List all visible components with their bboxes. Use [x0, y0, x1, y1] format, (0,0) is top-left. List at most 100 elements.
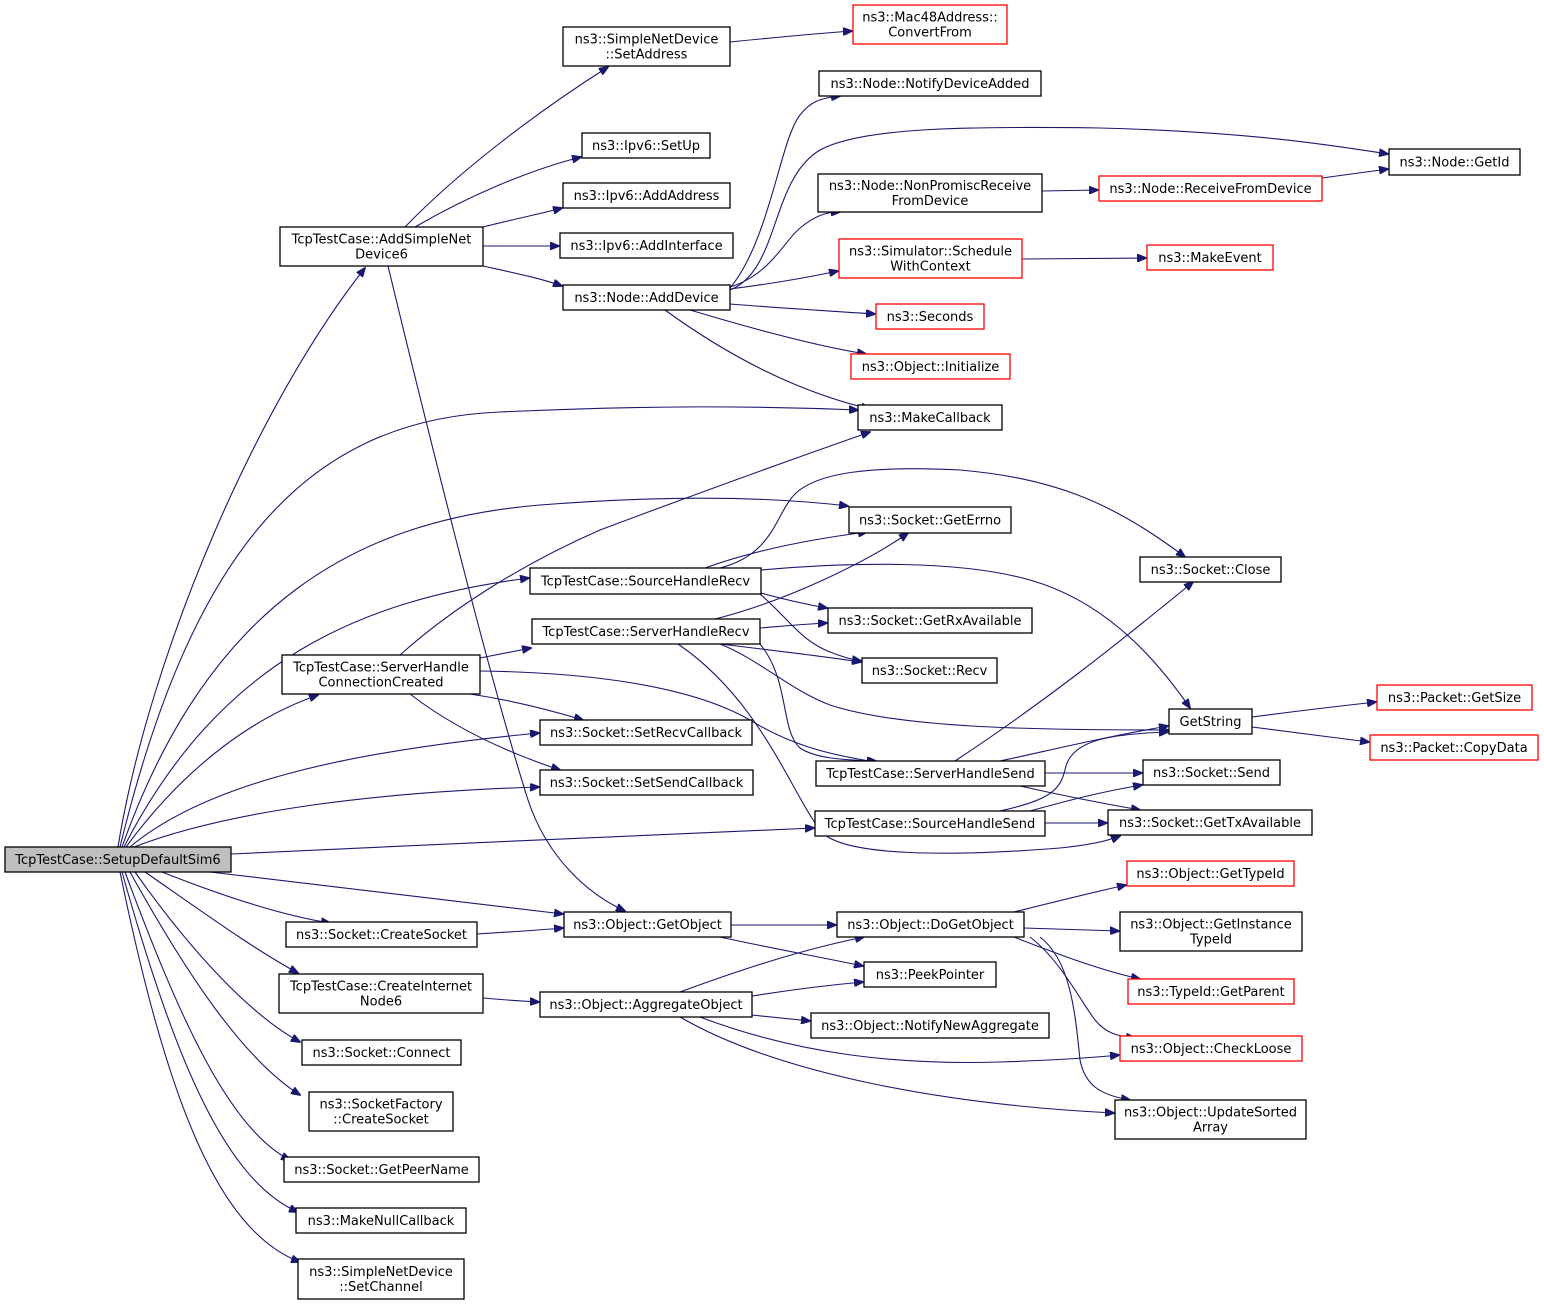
- node-ipv6AddInterface[interactable]: ns3::Ipv6::AddInterface: [559, 232, 734, 259]
- node-box: [279, 226, 484, 267]
- node-doGetObject[interactable]: ns3::Object::DoGetObject: [836, 911, 1025, 938]
- node-createSocket[interactable]: ns3::Socket::CreateSocket: [285, 921, 478, 948]
- node-sourceHandleRecv[interactable]: TcpTestCase::SourceHandleRecv: [529, 567, 762, 595]
- node-box: [4, 846, 232, 873]
- node-root[interactable]: TcpTestCase::SetupDefaultSim6: [4, 846, 232, 873]
- edge-nonPromisc-to-receiveFromDevice: [1041, 190, 1098, 191]
- edge-sourceHandleRecv-to-getString: [760, 563, 1190, 708]
- node-box: [539, 991, 753, 1018]
- edge-sourceHandleSend-to-getString: [999, 732, 1168, 812]
- edge-aggregateObject-to-doGetObject: [679, 937, 864, 993]
- edge-path: [476, 928, 563, 935]
- edge-path: [1021, 258, 1146, 259]
- node-nodeAddDevice[interactable]: ns3::Node::AddDevice: [562, 284, 731, 311]
- node-label: ns3::Socket::GetTxAvailable: [1119, 816, 1301, 831]
- edge-path: [1251, 702, 1376, 718]
- edge-path: [704, 532, 867, 569]
- node-serverHandleSend[interactable]: TcpTestCase::ServerHandleSend: [815, 760, 1046, 787]
- node-getTxAvailable[interactable]: ns3::Socket::GetTxAvailable: [1107, 809, 1313, 836]
- node-socketSend[interactable]: ns3::Socket::Send: [1142, 759, 1281, 786]
- edge-aggregateObject-to-checkLoose: [699, 1016, 1119, 1064]
- node-label: ::SetChannel: [339, 1280, 422, 1295]
- node-label: Node6: [360, 995, 402, 1010]
- node-makeCallback[interactable]: ns3::MakeCallback: [857, 404, 1003, 431]
- node-setAddress[interactable]: ns3::SimpleNetDevice::SetAddress: [562, 26, 731, 67]
- node-box: [301, 1039, 462, 1066]
- edge-path: [409, 693, 560, 770]
- node-label: GetString: [1180, 715, 1242, 730]
- node-nodeGetId[interactable]: ns3::Node::GetId: [1388, 148, 1521, 176]
- node-socketFactoryCreate[interactable]: ns3::SocketFactory::CreateSocket: [308, 1091, 454, 1132]
- edge-setAddress-to-convertFrom: [729, 31, 852, 43]
- node-packetCopyData[interactable]: ns3::Packet::CopyData: [1369, 734, 1539, 761]
- edge-sourceHandleRecv-to-getRxAvailable: [760, 592, 827, 608]
- node-socketClose[interactable]: ns3::Socket::Close: [1139, 556, 1282, 583]
- edge-path: [1251, 726, 1369, 742]
- node-label: TcpTestCase::ServerHandleSend: [825, 767, 1035, 782]
- edge-path: [729, 126, 1388, 291]
- edge-root-to-makeNullCallback: [121, 871, 298, 1212]
- edge-root-to-setRecvCallback: [129, 733, 539, 848]
- node-peekPointer[interactable]: ns3::PeekPointer: [863, 961, 997, 988]
- node-getObject[interactable]: ns3::Object::GetObject: [563, 911, 732, 938]
- node-setSendCallback[interactable]: ns3::Socket::SetSendCallback: [539, 769, 754, 796]
- node-getRxAvailable[interactable]: ns3::Socket::GetRxAvailable: [827, 607, 1033, 634]
- node-aggregateObject[interactable]: ns3::Object::AggregateObject: [539, 991, 753, 1018]
- node-label: ns3::Object::UpdateSorted: [1124, 1106, 1297, 1121]
- node-notifyNewAggregate[interactable]: ns3::Object::NotifyNewAggregate: [810, 1012, 1050, 1039]
- node-seconds[interactable]: ns3::Seconds: [875, 303, 985, 330]
- node-label: ns3::MakeCallback: [869, 411, 991, 426]
- edge-path: [125, 695, 318, 848]
- node-label: ns3::Mac48Address::: [862, 11, 997, 26]
- node-initialize[interactable]: ns3::Object::Initialize: [850, 353, 1011, 380]
- node-getPeerName[interactable]: ns3::Socket::GetPeerName: [283, 1156, 480, 1183]
- edge-path: [714, 533, 908, 620]
- node-serverConnCreated[interactable]: TcpTestCase::ServerHandleConnectionCreat…: [281, 654, 481, 695]
- node-getString[interactable]: GetString: [1168, 708, 1253, 735]
- node-getTypeId[interactable]: ns3::Object::GetTypeId: [1126, 860, 1295, 887]
- edge-path: [144, 871, 298, 973]
- node-notifyDevAdded[interactable]: ns3::Node::NotifyDeviceAdded: [818, 70, 1042, 97]
- edge-serverHandleSend-to-getString: [999, 726, 1168, 762]
- node-serverHandleRecv[interactable]: TcpTestCase::ServerHandleRecv: [531, 618, 761, 645]
- node-label: ns3::Socket::CreateSocket: [296, 928, 467, 943]
- node-getErrno[interactable]: ns3::Socket::GetErrno: [848, 506, 1012, 534]
- edge-nodeAddDevice-to-initialize: [689, 309, 866, 354]
- node-label: ns3::Object::CheckLoose: [1131, 1042, 1292, 1057]
- node-label: TcpTestCase::CreateInternet: [289, 980, 472, 995]
- node-label: ns3::Socket::SetRecvCallback: [550, 726, 743, 741]
- edge-path: [479, 670, 876, 762]
- node-setChannel[interactable]: ns3::SimpleNetDevice::SetChannel: [297, 1258, 465, 1300]
- edge-path: [230, 828, 814, 855]
- node-socketConnect[interactable]: ns3::Socket::Connect: [301, 1039, 462, 1066]
- edge-addSimple-to-nodeAddDevice: [482, 265, 562, 286]
- node-box: [529, 567, 762, 595]
- node-label: Array: [1193, 1121, 1228, 1136]
- node-typeIdGetParent[interactable]: ns3::TypeId::GetParent: [1127, 978, 1295, 1005]
- node-ipv6AddAddress[interactable]: ns3::Ipv6::AddAddress: [562, 182, 731, 209]
- node-label: TcpTestCase::AddSimpleNet: [291, 233, 472, 248]
- edge-path: [689, 309, 866, 354]
- node-convertFrom[interactable]: ns3::Mac48Address::ConvertFrom: [852, 4, 1008, 45]
- node-socketRecv[interactable]: ns3::Socket::Recv: [861, 657, 998, 684]
- node-setRecvCallback[interactable]: ns3::Socket::SetRecvCallback: [539, 719, 753, 746]
- edge-path: [121, 497, 848, 848]
- node-makeEvent[interactable]: ns3::MakeEvent: [1146, 244, 1274, 271]
- edge-path: [729, 31, 852, 43]
- edge-receiveFromDevice-to-nodeGetId: [1321, 169, 1388, 179]
- node-checkLoose[interactable]: ns3::Object::CheckLoose: [1119, 1035, 1303, 1062]
- edge-nodeAddDevice-to-scheduleWithContext: [729, 271, 838, 290]
- edge-root-to-setSendCallback: [133, 787, 539, 848]
- node-packetGetSize[interactable]: ns3::Packet::GetSize: [1376, 684, 1533, 711]
- node-sourceHandleSend[interactable]: TcpTestCase::SourceHandleSend: [814, 810, 1046, 837]
- edge-path: [719, 936, 863, 966]
- node-receiveFromDevice[interactable]: ns3::Node::ReceiveFromDevice: [1098, 175, 1323, 202]
- node-makeNullCallback[interactable]: ns3::MakeNullCallback: [295, 1207, 467, 1234]
- node-ipv6SetUp[interactable]: ns3::Ipv6::SetUp: [581, 132, 711, 159]
